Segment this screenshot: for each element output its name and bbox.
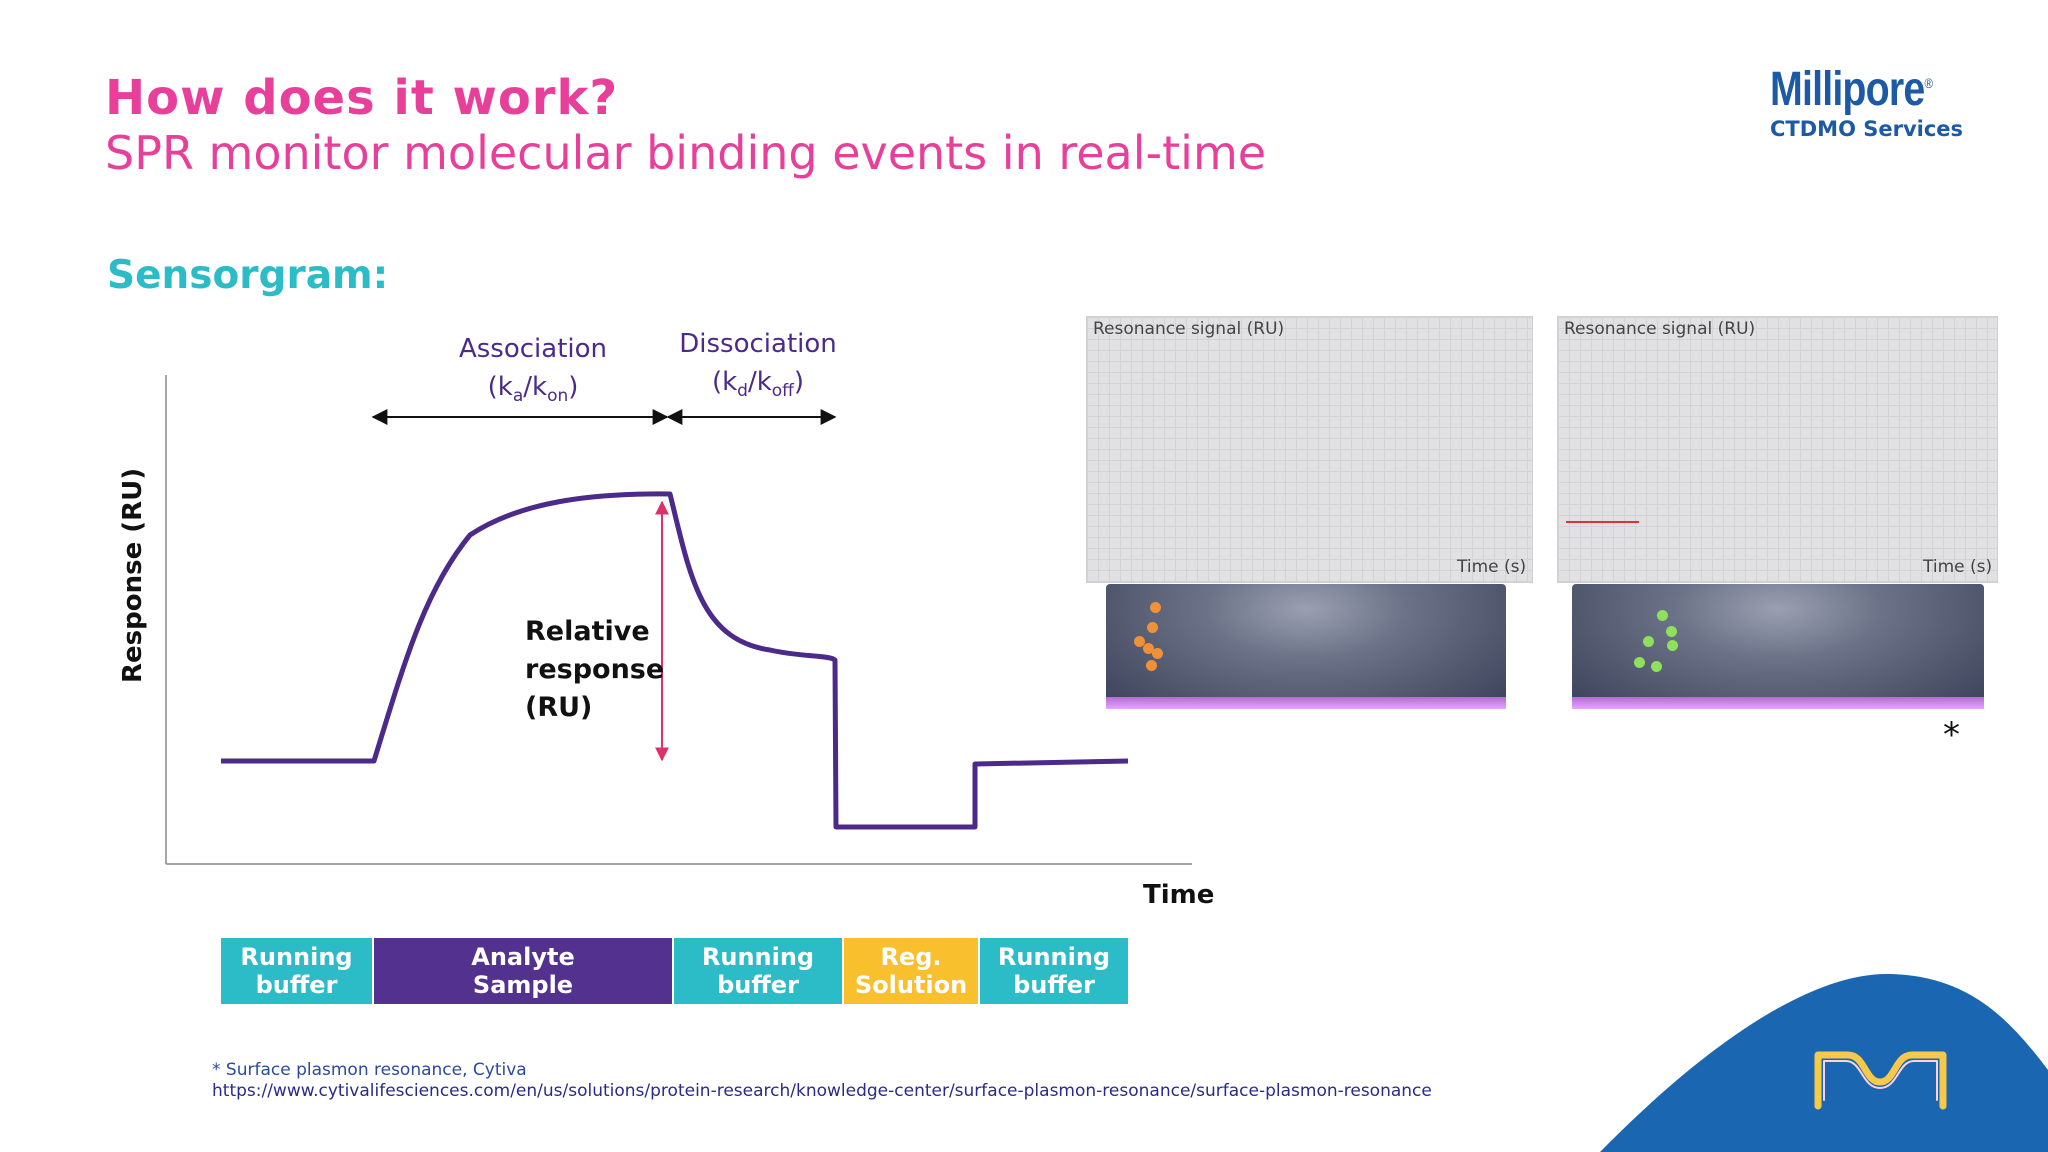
page-title: How does it work? xyxy=(105,70,619,126)
analyte-molecule xyxy=(1666,626,1677,637)
resonance-panel-1-x-label: Time (s) xyxy=(1457,557,1527,577)
resonance-signal-line xyxy=(1566,521,1639,523)
footnote-source: * Surface plasmon resonance, Cytiva xyxy=(212,1060,527,1080)
flow-cell-dissociation xyxy=(1572,584,1984,709)
resonance-panel-1-y-label: Resonance signal (RU) xyxy=(1093,319,1285,339)
analyte-molecule xyxy=(1667,640,1678,651)
analyte-molecule xyxy=(1147,622,1158,633)
brand-registered-mark: ® xyxy=(1924,75,1933,91)
analyte-molecule xyxy=(1651,661,1662,672)
flow-cell-association xyxy=(1106,584,1506,709)
brand-subtitle: CTDMO Services xyxy=(1770,117,1964,141)
resonance-panel-2-y-label: Resonance signal (RU) xyxy=(1564,319,1756,339)
sensorgram-diagram xyxy=(165,375,1192,865)
brand-name: Millipore xyxy=(1770,63,1925,116)
relative-response-label: Relative response (RU) xyxy=(525,616,665,723)
association-label: Association xyxy=(458,334,608,364)
y-axis-label: Response (RU) xyxy=(118,467,148,683)
analyte-molecule xyxy=(1143,643,1154,654)
dissociation-rate-constant: (kd/koff) xyxy=(711,367,805,402)
merck-logo-icon xyxy=(1814,1051,1947,1110)
analyte-molecule xyxy=(1134,636,1145,647)
section-title: Sensorgram: xyxy=(107,253,389,298)
sensorgram-curve xyxy=(221,491,1129,830)
footnote-url[interactable]: https://www.cytivalifesciences.com/en/us… xyxy=(212,1081,1432,1101)
analyte-molecule xyxy=(1152,648,1163,659)
analyte-molecule xyxy=(1634,657,1645,668)
analyte-molecule xyxy=(1150,602,1161,613)
resonance-panel-dissociation xyxy=(1557,316,1998,583)
x-axis-label: Time xyxy=(1143,880,1215,910)
page-subtitle: SPR monitor molecular binding events in … xyxy=(105,126,1267,180)
analyte-molecule xyxy=(1643,636,1654,647)
brand-logo-text: Millipore® xyxy=(1770,62,1933,117)
analyte-molecule xyxy=(1657,610,1668,621)
source-asterisk: * xyxy=(1943,715,1960,755)
association-rate-constant: (ka/kon) xyxy=(487,372,579,407)
dissociation-label: Dissociation xyxy=(679,329,837,359)
analyte-molecule xyxy=(1146,660,1157,671)
brand-swoosh xyxy=(1600,973,2048,1152)
resonance-panel-association xyxy=(1086,316,1533,583)
resonance-panel-2-x-label: Time (s) xyxy=(1923,557,1993,577)
phase-regeneration-solution: Reg.Solution xyxy=(844,938,978,1004)
